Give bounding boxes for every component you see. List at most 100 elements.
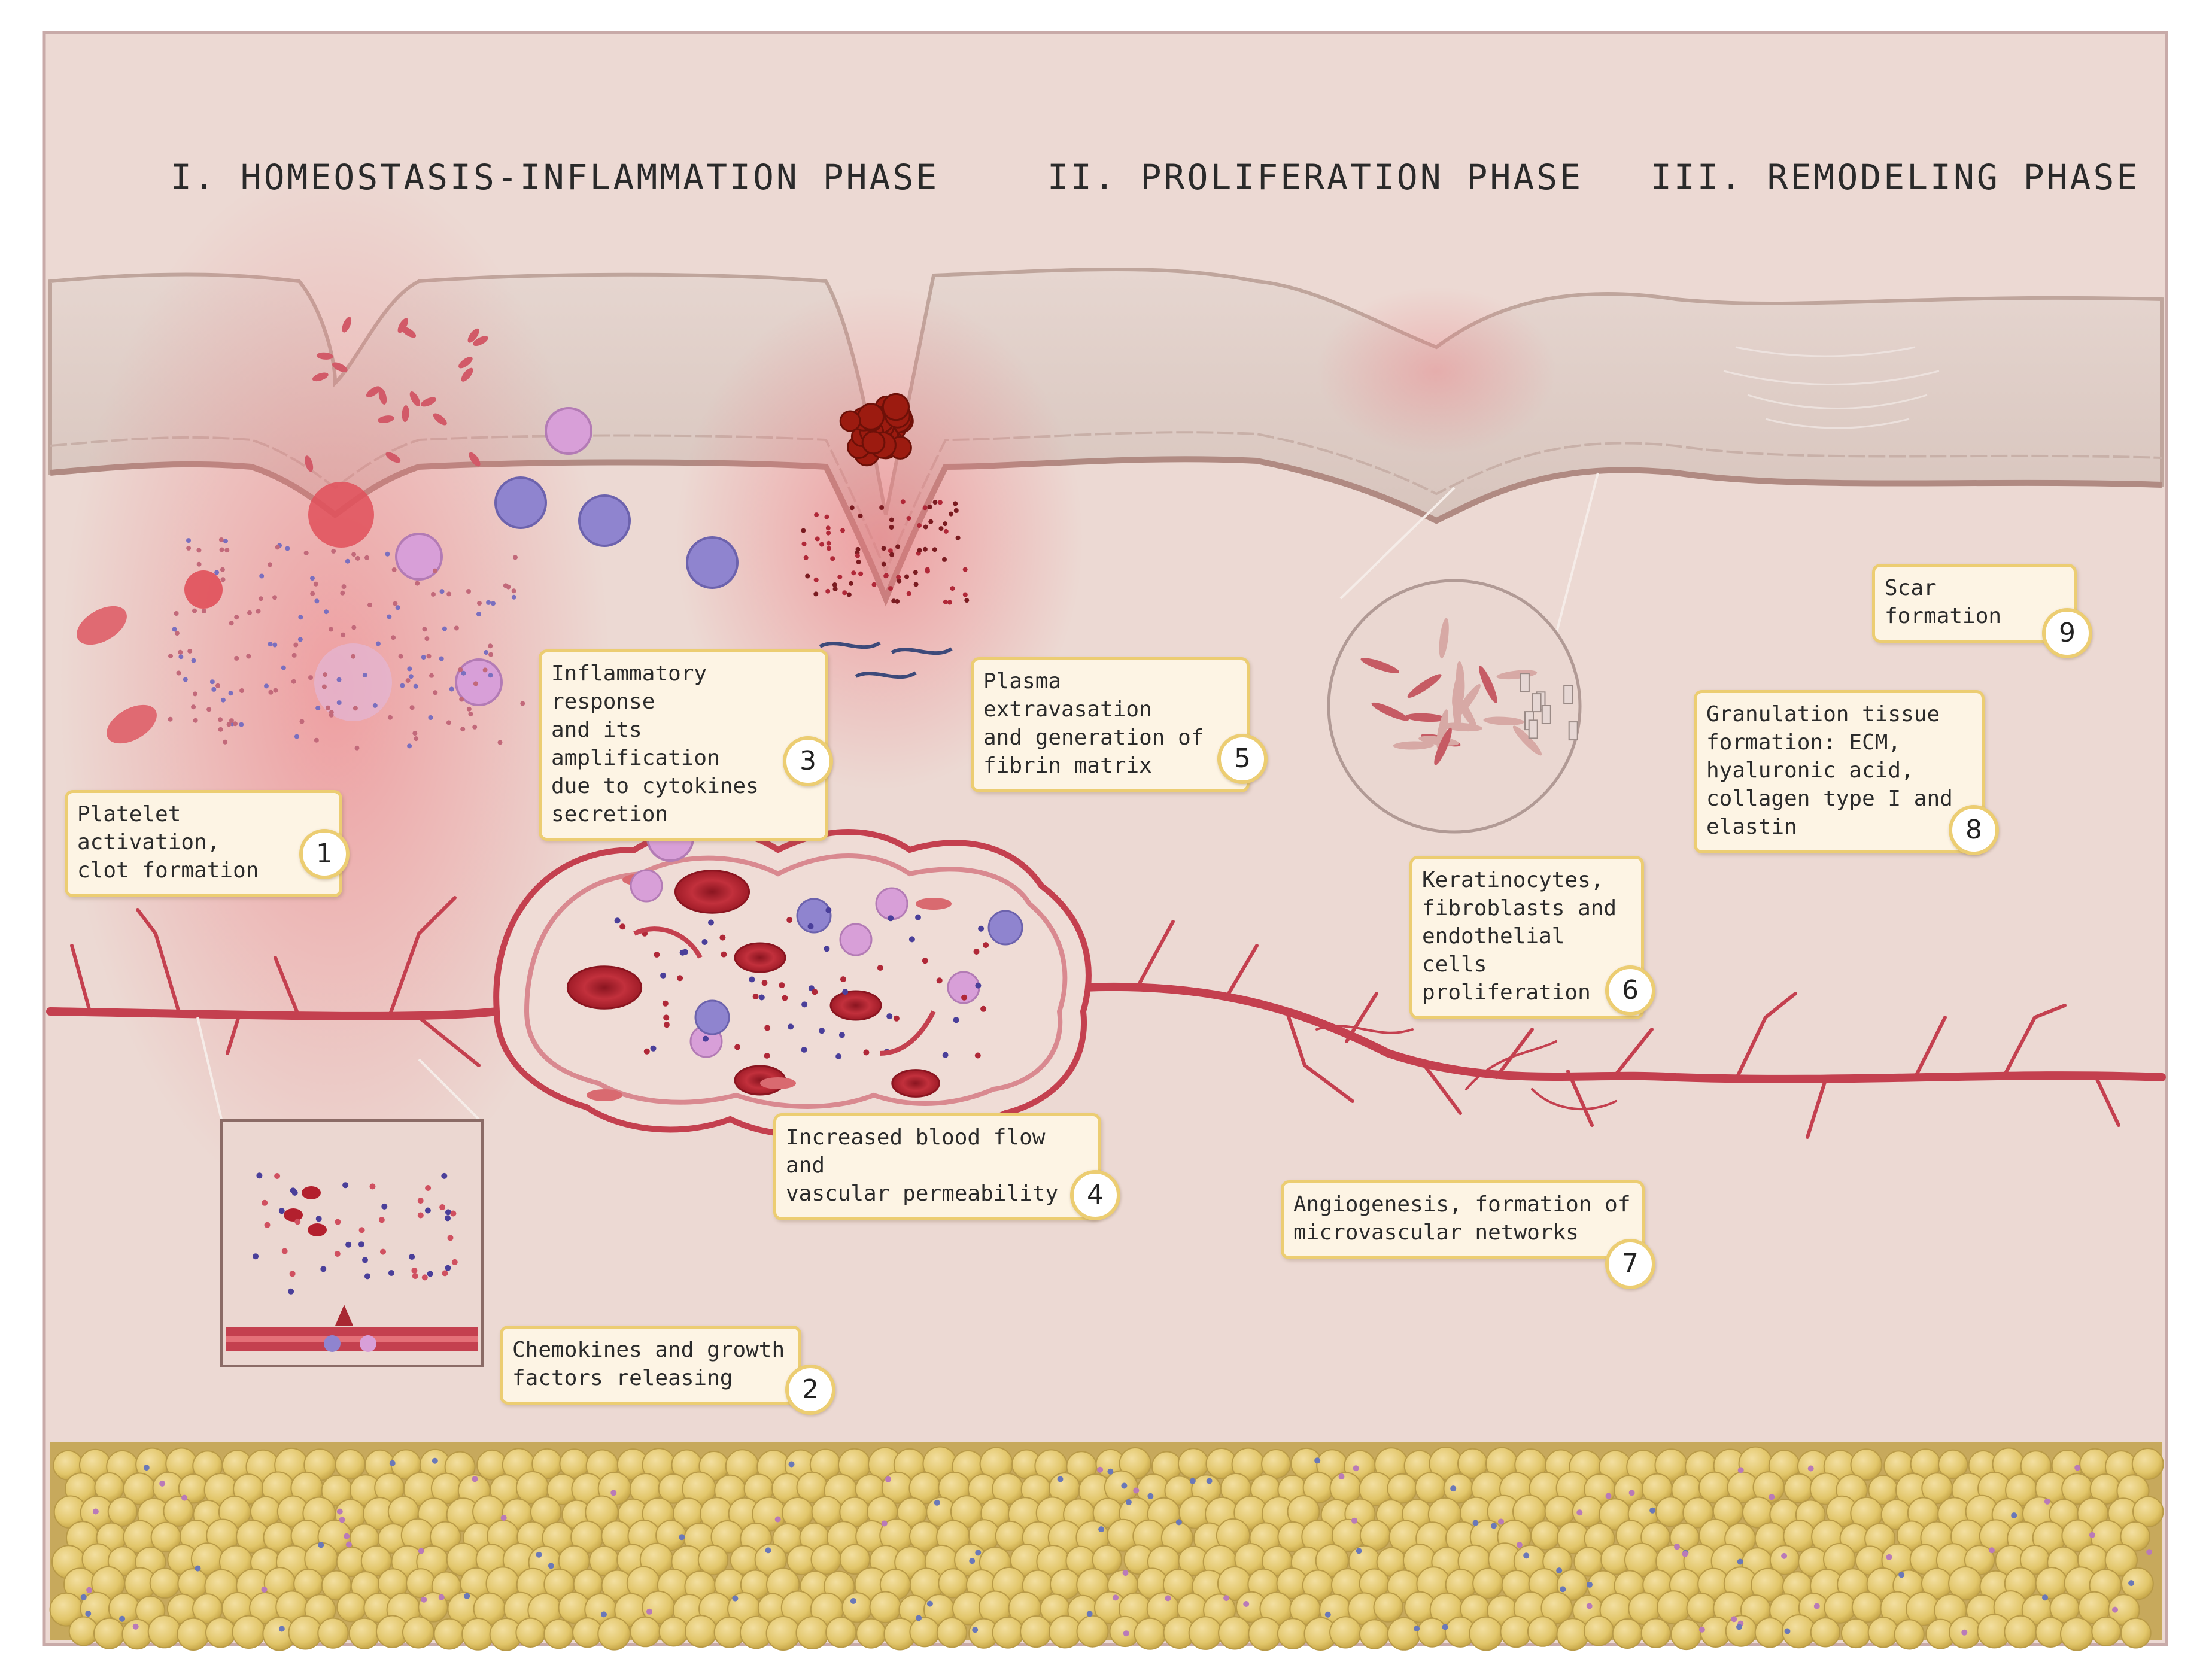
- step-8-label: Granulation tissue formation: ECM, hyalu…: [1694, 690, 1985, 853]
- cytokine-dot: [220, 577, 226, 582]
- step-1-label: Platelet activation, clot formation: [65, 790, 342, 897]
- stromal-cell: [181, 1494, 188, 1501]
- stromal-cell: [1175, 1519, 1182, 1526]
- fat-cell: [121, 1618, 153, 1650]
- cytokine-dot: [801, 541, 807, 546]
- stromal-cell: [143, 1465, 150, 1471]
- cytokine-dot: [331, 548, 336, 554]
- cytokine-dot: [813, 577, 819, 582]
- neutrophil: [630, 869, 663, 903]
- cytokine-dot: [186, 545, 192, 551]
- cytokine-dot: [472, 724, 478, 730]
- cytokine-dot: [398, 654, 403, 659]
- cytokine-dot: [871, 582, 877, 587]
- cytokine-dot: [299, 719, 305, 724]
- cytokine-dot: [928, 519, 934, 524]
- fat-cell: [1134, 1617, 1166, 1650]
- cytokine-dot: [433, 690, 438, 695]
- step-6-text: Keratinocytes, fibroblasts and endotheli…: [1422, 868, 1617, 1005]
- cytokine-dot: [191, 704, 196, 710]
- cytokine-dot: [975, 982, 982, 989]
- bacterium: [342, 317, 352, 333]
- bacterium: [420, 397, 436, 407]
- fat-cell: [2060, 1617, 2094, 1651]
- cytokine-dot: [391, 635, 396, 640]
- cytokine-dot: [888, 915, 894, 922]
- cytokine-dot: [294, 734, 299, 739]
- phase-title-homeostasis: I. HOMEOSTASIS-INFLAMMATION PHASE: [171, 157, 940, 198]
- stromal-cell: [548, 1563, 554, 1569]
- fat-cell: [697, 1544, 729, 1576]
- stromal-cell: [1121, 1482, 1128, 1489]
- cytokine-dot: [422, 627, 427, 632]
- cytokine-dot: [927, 505, 932, 509]
- cytokine-dot: [477, 601, 482, 606]
- cytokine-dot: [849, 505, 855, 511]
- fat-cell: [825, 1617, 857, 1648]
- cytokine-dot: [233, 721, 238, 727]
- cytokine-dot: [734, 1044, 741, 1050]
- cytokine-dot: [838, 1032, 845, 1038]
- cytokine-dot: [264, 683, 269, 689]
- cytokine-dot: [313, 581, 318, 587]
- stromal-cell: [1243, 1601, 1250, 1607]
- cytokine-dot: [663, 1014, 670, 1021]
- cytokine-dot: [942, 557, 947, 562]
- inset-neutrophil: [360, 1335, 376, 1352]
- cytokine-dot: [476, 612, 481, 617]
- inset-chemokine-dot: [288, 1288, 294, 1295]
- step-8-text: Granulation tissue formation: ECM, hyalu…: [1706, 702, 1953, 839]
- cytokine-dot: [178, 649, 183, 655]
- bacterium: [402, 405, 409, 423]
- stromal-cell: [934, 1499, 940, 1506]
- step-3-text: Inflammatory response and its amplificat…: [551, 661, 759, 827]
- stromal-cell: [464, 1593, 470, 1599]
- stromal-cell: [765, 1547, 771, 1554]
- stromal-cell: [1086, 1611, 1093, 1617]
- fat-cell: [685, 1615, 718, 1648]
- fibroblast: [1360, 658, 1399, 673]
- cytokine-dot: [936, 977, 943, 984]
- inset-chemokine-dot: [358, 1241, 364, 1248]
- neutrophil: [839, 923, 873, 956]
- cytokine-dot: [285, 546, 290, 551]
- cytokine-dot: [888, 586, 893, 591]
- inset-chemokine-dot: [320, 1266, 327, 1272]
- red-blood-cell: [566, 965, 643, 1010]
- cytokine-dot: [863, 1049, 870, 1056]
- red-blood-cell: [107, 704, 157, 744]
- cytokine-dot: [409, 705, 415, 710]
- vessel-wall-inner: [524, 853, 1068, 1109]
- stromal-cell: [278, 1626, 285, 1632]
- step-2-badge: 2: [785, 1365, 835, 1415]
- stromal-cell: [1206, 1478, 1213, 1484]
- fat-cell: [335, 1449, 366, 1480]
- inset-chemokine-dot: [335, 1219, 341, 1225]
- inset-chemokine-dot: [381, 1203, 388, 1210]
- fibroblast: [1441, 722, 1482, 732]
- cytokine-dot: [832, 582, 837, 587]
- stromal-cell: [339, 1517, 345, 1523]
- cytokine-dot: [446, 720, 451, 725]
- cytokine-dot: [293, 642, 299, 648]
- inset-chemokine-dot: [412, 1273, 418, 1280]
- fat-cell: [1783, 1473, 1814, 1503]
- inset-chemokine-dot: [451, 1259, 458, 1265]
- stromal-cell: [774, 1516, 781, 1523]
- fat-cell: [336, 1592, 367, 1623]
- cytokine-dot: [846, 592, 852, 597]
- cytokine-dot: [891, 598, 897, 604]
- fat-cell: [1841, 1618, 1871, 1649]
- stromal-cell: [601, 1611, 607, 1618]
- cytokine-dot: [234, 615, 239, 620]
- inset-chemokine-dot: [421, 1274, 428, 1281]
- stromal-cell: [1353, 1465, 1359, 1472]
- cytokine-dot: [201, 609, 206, 613]
- cytokine-dot: [291, 679, 296, 684]
- cytokine-dot: [415, 581, 420, 586]
- step-6-badge: 6: [1605, 965, 1655, 1016]
- cytokine-dot: [218, 537, 224, 542]
- cytokine-dot: [950, 586, 955, 591]
- stromal-cell: [1338, 1473, 1345, 1479]
